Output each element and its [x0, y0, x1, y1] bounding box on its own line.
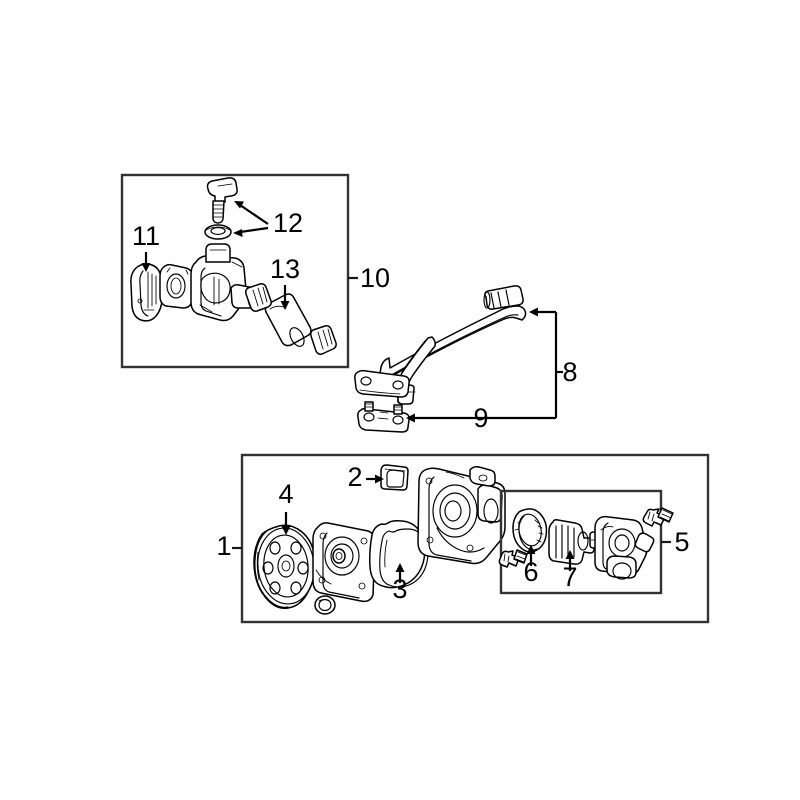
part-auxiliary-water-pump-body [190, 243, 257, 322]
part-auxiliary-pump-mount-bracket [159, 263, 194, 309]
callout-label-2: 2 [347, 462, 362, 492]
callout-label-11: 11 [132, 221, 160, 251]
part-water-pump-housing [417, 466, 506, 565]
callout-label-4: 4 [278, 479, 293, 509]
callout-label-5: 5 [674, 527, 689, 557]
callout-label-3: 3 [392, 574, 407, 604]
part-thermostat-bolt-right [642, 507, 674, 527]
leader-13 [280, 285, 290, 310]
callout-label-6: 6 [523, 557, 538, 587]
leader-2 [366, 474, 384, 484]
callout-label-13: 13 [270, 254, 300, 284]
leader-6 [526, 545, 536, 566]
callout-label-9: 9 [473, 403, 488, 433]
leader-11 [141, 252, 151, 272]
part-pump-washer [204, 224, 232, 240]
callout-label-10: 10 [360, 263, 390, 293]
leader-8 [529, 307, 563, 418]
part-pump-mounting-bolt [206, 177, 238, 224]
group-box-water-pump [240, 453, 710, 624]
part-auxiliary-pump-insulator [130, 263, 163, 322]
part-water-inlet-tube [354, 285, 527, 405]
leader-9 [406, 413, 556, 423]
leader-4 [281, 512, 291, 535]
part-coolant-hose [264, 293, 312, 347]
part-hose-clamp-lower [310, 325, 337, 355]
leader-7 [565, 550, 575, 571]
part-thermostat-bolt-left [498, 549, 528, 568]
part-water-pump-gasket [369, 520, 429, 589]
callout-label-8: 8 [562, 357, 577, 387]
part-square-seal [380, 464, 409, 491]
part-thermostat-seal [512, 508, 548, 553]
callout-label-12: 12 [273, 208, 303, 238]
callout-label-7: 7 [562, 562, 577, 592]
part-water-pump-pulley [253, 524, 316, 610]
group-box-auxiliary-pump [120, 173, 350, 369]
part-thermostat-housing [594, 515, 655, 580]
callout-label-1: 1 [216, 531, 231, 561]
leader-3 [395, 563, 405, 583]
part-inlet-tube-gasket [357, 401, 410, 433]
part-water-pump-body [312, 522, 376, 603]
part-hose-clamp-upper [245, 283, 272, 312]
part-pump-shaft-seal [314, 595, 336, 615]
leader-12 [233, 201, 269, 237]
